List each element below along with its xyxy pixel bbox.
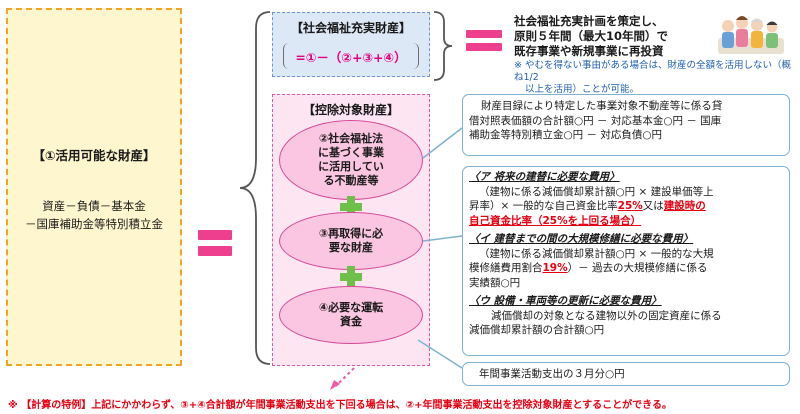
surplus-formula-frame: =①－（②+③+④） xyxy=(283,43,419,69)
item3a-heading: 〈ア 将来の建替に必要な費用〉 xyxy=(469,171,620,183)
item3-line1: ③再取得に必 xyxy=(318,227,384,240)
item3b-line3: 実績額○円 xyxy=(469,276,521,289)
item3-line2: 要な財産 xyxy=(328,241,373,254)
deductible-assets-title: 【控除対象財産】 xyxy=(302,103,399,117)
item2-callout: 財産目録により特定した事業対象不動産等に係る貸 借対照表価額の合計額○円 － 対… xyxy=(462,94,790,156)
calculation-exception-note: ※ 【計算の特例】上記にかかわらず、③+④合計額が年間事業活動支出を下回る場合は… xyxy=(8,400,672,411)
surplus-description: 社会福祉充実計画を策定し、 原則５年間（最大10年間）で 既存事業や新規事業に再… xyxy=(514,14,710,59)
item4-callout: 年間事業活動支出の３月分○円 xyxy=(462,362,790,386)
available-assets-title: 【①活用可能な財産】 xyxy=(32,148,156,163)
plus-sign-1 xyxy=(340,196,362,218)
item3c-line2: 減価償却累計額の合計額○円 xyxy=(469,324,605,336)
surplus-formula: =①－（②+③+④） xyxy=(295,50,407,65)
item3a-construction-ratio: 建設時の xyxy=(663,200,706,212)
item3b-line1: （建物に係る減価償却累計額○円 × 一般的な大規 xyxy=(479,247,714,260)
item2-callout-line1: 財産目録により特定した事業対象不動産等に係る貸 xyxy=(481,100,723,112)
item3a-percentage: 25% xyxy=(617,200,643,212)
people-illustration xyxy=(718,16,784,54)
item3a-line2-text: 昇率）× 一般的な自己資金比率 xyxy=(469,200,618,212)
item3a-line3: 自己資金比率（25%を上回る場合） xyxy=(469,214,642,227)
surplus-right-brace xyxy=(433,11,453,81)
item2-callout-line2: 借対照表価額の合計額○円 － 対応基本金○円 － 国庫 xyxy=(469,114,722,127)
item3b-percentage: 19% xyxy=(542,262,568,274)
item3a-line2: 昇率）× 一般的な自己資金比率25%又は建設時の xyxy=(469,199,783,214)
plus-sign-2 xyxy=(340,266,362,288)
available-assets-formula-line1: 資産－負債－基本金 xyxy=(42,199,146,213)
exception-note: ※ やむを得ない事由がある場合は、財産の全額を活用しない（概ね1/2 以上を活用… xyxy=(514,60,800,96)
exception-note-line1: ※ やむを得ない事由がある場合は、財産の全額を活用しない（概ね1/2 xyxy=(514,60,791,83)
equals-sign-main xyxy=(198,230,232,260)
item3b-heading: 〈イ 建替までの間の大規模修繕に必要な費用〉 xyxy=(469,233,694,245)
item2-real-estate-ellipse: ②社会福祉法 に基づく事業 に活用してい る不動産等 xyxy=(279,120,423,200)
equals-sign-surplus xyxy=(466,30,502,52)
item4-line2: 資金 xyxy=(339,315,362,328)
surplus-description-line2: 原則５年間（最大10年間）で xyxy=(514,29,669,43)
item3b-line2-rest: ）－ 過去の大規模修繕に係る xyxy=(567,262,708,274)
item2-line4: る不動産等 xyxy=(323,174,379,187)
item4-line1: ④必要な運転 xyxy=(318,301,384,314)
item3c-line1: 減価償却の対象となる建物以外の固定資産に係る xyxy=(491,309,722,322)
item2-line3: に活用してい xyxy=(318,160,384,173)
item3a-or: 又は xyxy=(642,200,664,212)
item4-working-capital-ellipse: ④必要な運転 資金 xyxy=(279,286,423,344)
item2-line2: に基づく事業 xyxy=(318,146,384,159)
item3b-line2-text: 模修繕費用割合 xyxy=(469,262,543,274)
surplus-description-line3: 既存事業や新規事業に再投資 xyxy=(514,44,664,58)
item3b-line2: 模修繕費用割合19%）－ 過去の大規模修繕に係る xyxy=(469,261,783,276)
available-assets-formula-line2: －国庫補助金等特別積立金 xyxy=(25,217,163,231)
available-assets-box: 【①活用可能な財産】 資産－負債－基本金 －国庫補助金等特別積立金 xyxy=(6,8,182,366)
surplus-assets-box: 【社会福祉充実財産】 =①－（②+③+④） xyxy=(272,12,430,77)
item4-callout-text: 年間事業活動支出の３月分○円 xyxy=(479,368,625,380)
left-brace xyxy=(239,11,271,365)
item3c-heading: 〈ウ 設備・車両等の更新に必要な費用〉 xyxy=(469,295,662,307)
item2-callout-line3: 補助金等特別積立金○円 － 対応負債○円 xyxy=(469,129,662,141)
item3-callout: 〈ア 将来の建替に必要な費用〉 （建物に係る減価償却累計額○円 × 建設単価等上… xyxy=(462,166,790,356)
item3a-line1: （建物に係る減価償却累計額○円 × 建設単価等上 xyxy=(479,185,714,198)
item3-reacquisition-ellipse: ③再取得に必 要な財産 xyxy=(279,212,423,270)
surplus-assets-title: 【社会福祉充実財産】 xyxy=(290,21,411,35)
exception-note-line2: 以上を活用）ことが可能。 xyxy=(525,84,640,95)
item2-line1: ②社会福祉法 xyxy=(318,132,384,145)
surplus-description-line1: 社会福祉充実計画を策定し、 xyxy=(514,14,664,28)
